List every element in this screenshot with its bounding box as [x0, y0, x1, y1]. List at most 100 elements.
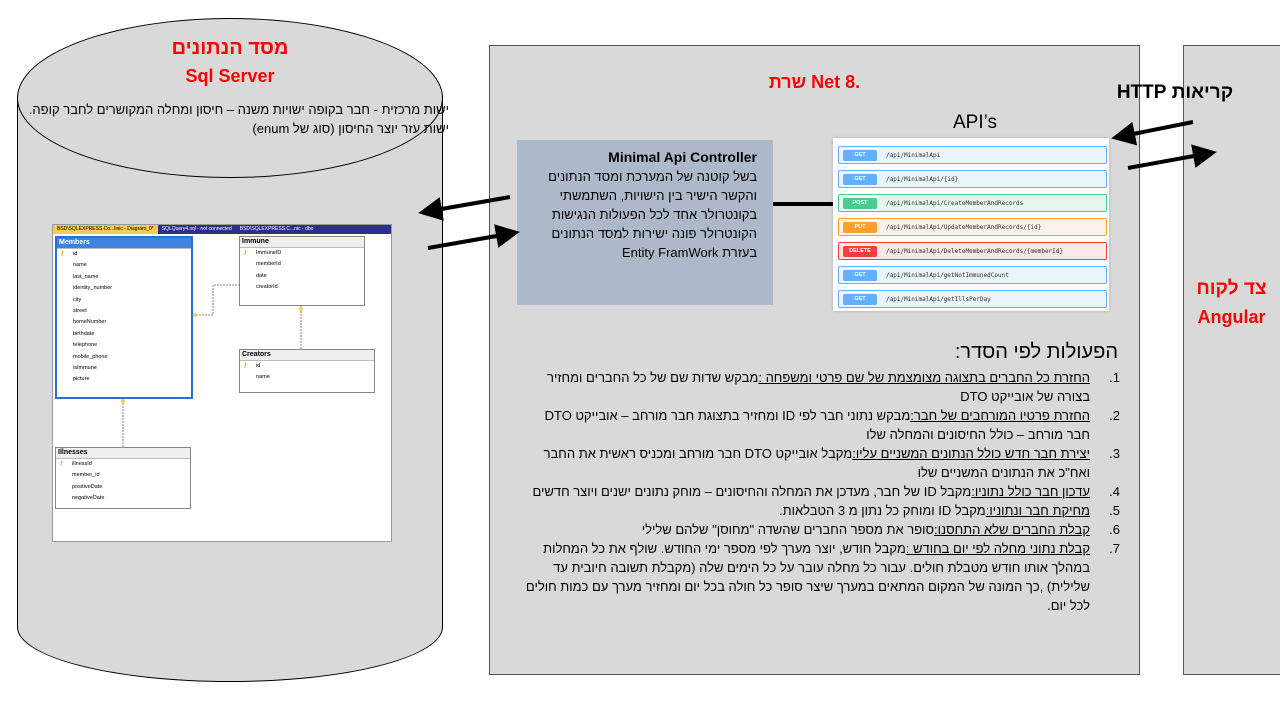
http-method-badge: GET: [843, 270, 877, 281]
api-endpoint: GET/api/MinimalApi/getIllsPerDay: [838, 290, 1107, 308]
endpoint-path: /api/MinimalApi/getNotImmunedCount: [886, 272, 1009, 279]
api-endpoint: GET/api/MinimalApi/getNotImmunedCount: [838, 266, 1107, 284]
sql-field: ⚷ImmuneID: [240, 248, 364, 259]
sql-field: member_id: [72, 472, 100, 479]
sql-table-illnesses-title: Illnesses: [56, 448, 190, 459]
operation-body: מקבל חודש, יוצר מערך לפי מספר ימי החודש.…: [525, 541, 1090, 613]
sql-field: homeNumber: [73, 319, 107, 326]
operation-body: מבקש נתוני חבר לפי ID ומחזיר בתצוגת חבר …: [544, 408, 1090, 442]
api-endpoint: DELETE/api/MinimalApi/DeleteMemberAndRec…: [838, 242, 1107, 260]
key-icon: ⚷: [60, 251, 65, 257]
database-title: מסד הנתונים: [171, 37, 289, 59]
http-method-badge: GET: [843, 174, 877, 185]
sql-field: name: [256, 374, 270, 381]
operation-body: מקבל ID של חבר, מעדכן את המחלה והחיסונים…: [532, 484, 972, 499]
endpoint-path: /api/MinimalApi/{id}: [886, 176, 959, 183]
operation-heading: יצירת חבר חדש כולל הנתונים המשניים עליו:: [852, 446, 1090, 461]
operation-item: 5.מחיקת חבר ונתוניו:מקבל ID ומוחק כל נתו…: [778, 503, 1120, 518]
operation-body: סופר את מספר החברים שהשדה "מחוסן" שלהם ש…: [641, 522, 935, 537]
api-title: API’s: [952, 112, 997, 133]
http-method-badge: GET: [843, 294, 877, 305]
sql-diagram-screenshot: BSD\SQLEXPRESS.Co...linic - Diagram_0*SQ…: [52, 224, 392, 542]
endpoint-path: /api/MinimalApi/UpdateMemberAndRecords/{…: [886, 224, 1042, 231]
sql-table-immune: Immune ⚷ImmuneID memberId date creatorId: [239, 236, 365, 306]
api-endpoint: PUT/api/MinimalApi/UpdateMemberAndRecord…: [838, 218, 1107, 236]
operation-heading: החזרת פרטיו המורחבים של חבר:: [910, 408, 1090, 423]
arrow-db-to-server: [418, 195, 511, 221]
endpoint-path: /api/MinimalApi/getIllsPerDay: [886, 296, 991, 303]
sql-field: name: [73, 262, 87, 269]
sql-field: memberId: [256, 261, 281, 268]
sql-field: telephone: [73, 342, 98, 349]
sql-field: identity_number: [73, 285, 113, 292]
sql-field: creatorId: [256, 284, 278, 291]
client-subtitle: Angular: [1197, 307, 1266, 327]
http-method-badge: PUT: [843, 222, 877, 233]
client-title: צד לקוח: [1196, 278, 1267, 299]
database-description-line1: ישות מרכזית - חבר בקופה ישויות משנה – חי…: [28, 102, 449, 117]
endpoint-path: /api/MinimalApi/DeleteMemberAndRecords/{…: [886, 248, 1064, 255]
controller-box: Minimal Api Controller בשל קוטנה של המער…: [517, 140, 773, 305]
operation-item: 6.קבלת החברים שלא התחסנו:סופר את מספר הח…: [641, 522, 1120, 537]
operation-body: מקבל אובייקט DTO חבר מורחב ומכניס ראשית …: [543, 446, 1090, 480]
operations-list: 1.החזרת כל החברים בתצוגה מצומצמת של שם פ…: [525, 368, 1120, 615]
sql-table-creators-title: Creators: [240, 350, 374, 361]
sql-field: positiveDate: [72, 483, 103, 490]
operation-item: 3.יצירת חבר חדש כולל הנתונים המשניים עלי…: [543, 446, 1120, 480]
sql-tab-diagram: BSD\SQLEXPRESS.Co...linic - Diagram_0*: [53, 225, 158, 234]
api-endpoint: GET/api/MinimalApi/{id}: [838, 170, 1107, 188]
sql-table-illnesses: Illnesses ⚷illnessId member_id positiveD…: [55, 447, 191, 509]
arrow-server-to-db: [427, 224, 520, 250]
api-endpoint: POST/api/MinimalApi/CreateMemberAndRecor…: [838, 194, 1107, 212]
operation-body: מבקש שדות שם של כל החברים ומחזיר בצורה ש…: [547, 370, 1090, 404]
operation-item: 7.קבלת נתוני מחלה לפי יום בחודש :מקבל חו…: [525, 541, 1120, 613]
endpoint-path: /api/MinimalApi: [886, 152, 941, 159]
sql-table-immune-title: Immune: [240, 237, 364, 248]
database-description-line2: ישות עזר יוצר החיסון (סוג של enum): [252, 121, 449, 136]
server-title: שרת Net 8.: [768, 72, 861, 92]
api-endpoint: GET/api/MinimalApi: [838, 146, 1107, 164]
operation-heading: החזרת כל החברים בתצוגה מצומצמת של שם פרט…: [758, 370, 1090, 385]
operation-item: 1.החזרת כל החברים בתצוגה מצומצמת של שם פ…: [547, 370, 1120, 404]
sql-field: date: [256, 272, 267, 279]
sql-tab-dbo: BSD\SQLEXPRESS.C...nic - dbo: [239, 226, 314, 232]
database-cylinder-top: [17, 18, 443, 178]
sql-field: ⚷illnessId: [56, 459, 190, 470]
sql-field: mobile_phone: [73, 353, 108, 360]
operation-heading: עדכון חבר כולל נתוניו:: [971, 484, 1090, 499]
operation-heading: קבלת נתוני מחלה לפי יום בחודש :: [905, 541, 1090, 556]
sql-table-members-title: Members: [57, 238, 191, 249]
sql-table-members: Members ⚷id name last_name identity_numb…: [55, 236, 193, 399]
sql-field: birthdate: [73, 330, 95, 337]
operation-heading: קבלת החברים שלא התחסנו:: [934, 522, 1090, 537]
key-icon: ⚷: [59, 461, 64, 467]
sql-field: negativeDate: [72, 495, 105, 502]
key-icon: ⚷: [243, 250, 248, 256]
http-method-badge: GET: [843, 150, 877, 161]
http-method-badge: POST: [843, 198, 877, 209]
database-description: ישות מרכזית - חבר בקופה ישויות משנה – חי…: [24, 100, 449, 138]
key-icon: ⚷: [243, 363, 248, 369]
operations-title: הפעולות לפי הסדר:: [954, 341, 1118, 363]
sql-field: isImmune: [73, 364, 97, 371]
sql-field: street: [73, 307, 87, 314]
sql-tab-query: SQLQuery4.sql - not connected: [161, 226, 232, 232]
database-subtitle: Sql Server: [185, 66, 275, 86]
controller-title: Minimal Api Controller: [608, 149, 757, 165]
sql-field: last_name: [73, 273, 99, 280]
sql-field: ⚷id: [57, 249, 191, 260]
operation-item: 4.עדכון חבר כולל נתוניו:מקבל ID של חבר, …: [532, 484, 1120, 499]
sql-relationship-lines: [121, 284, 303, 447]
sql-field: picture: [73, 376, 90, 383]
operation-heading: מחיקת חבר ונתוניו:: [985, 503, 1090, 518]
operation-body: מקבל ID ומוחק כל נתון מ 3 הטבלאות.: [778, 503, 986, 518]
controller-description: בשל קוטנה של המערכת ומסד הנתונים והקשר ה…: [548, 169, 757, 260]
api-endpoint-list: GET/api/MinimalApi GET/api/MinimalApi/{i…: [833, 138, 1109, 311]
operation-item: 2.החזרת פרטיו המורחבים של חבר:מבקש נתוני…: [544, 408, 1120, 442]
http-method-badge: DELETE: [843, 246, 877, 257]
arrow-client-to-server: [1111, 120, 1194, 146]
arrow-server-to-client: [1127, 144, 1217, 170]
endpoint-path: /api/MinimalApi/CreateMemberAndRecords: [886, 200, 1024, 207]
http-calls-label: קריאות HTTP: [1116, 82, 1234, 103]
sql-table-creators: Creators ⚷id name: [239, 349, 375, 393]
